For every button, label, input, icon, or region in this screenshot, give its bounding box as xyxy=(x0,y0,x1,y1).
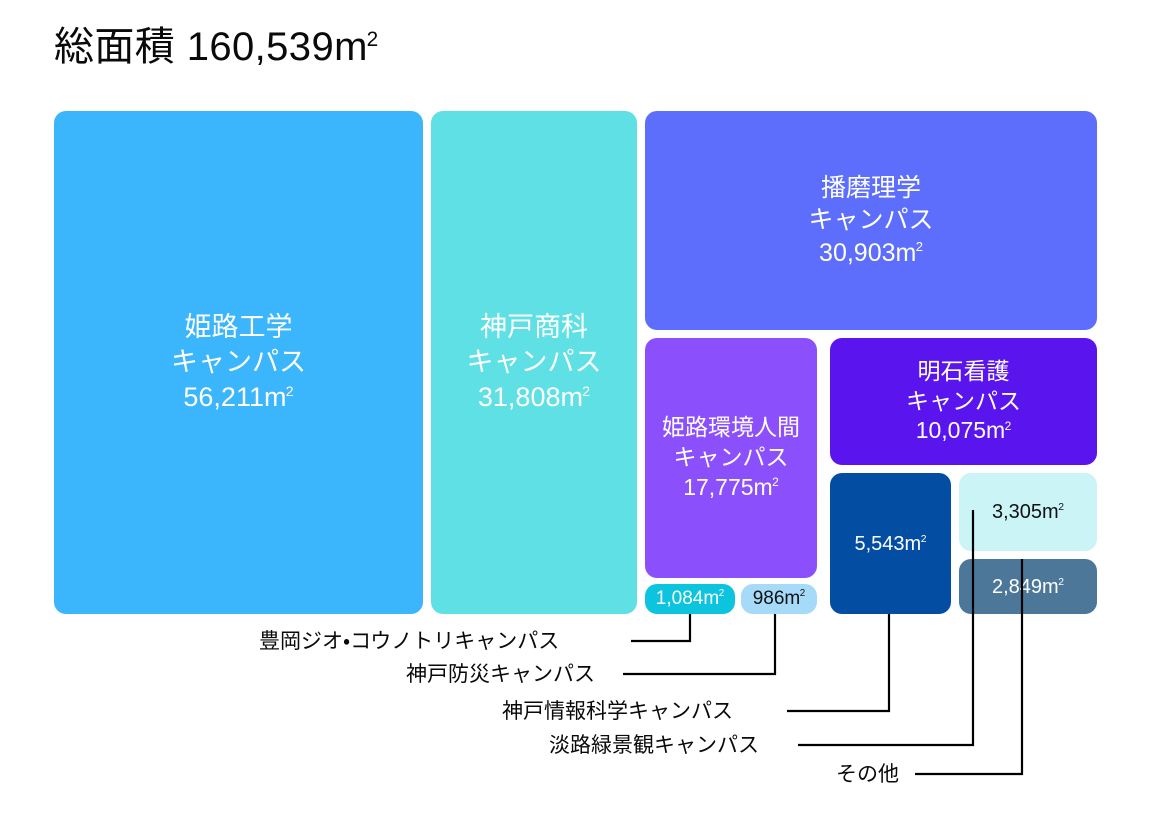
tile-label-akashi-kango: 明石看護 キャンパス xyxy=(906,357,1021,414)
tile-value-akashi-kango: 10,075m2 xyxy=(915,417,1012,444)
tile-value-sonota: 2,849m2 xyxy=(992,575,1064,598)
treemap-tile-kobe-shoka[interactable]: 神戸商科 キャンパス 31,808m2 xyxy=(431,111,637,614)
treemap-tile-awaji[interactable]: 3,305m2 xyxy=(959,473,1097,551)
treemap-tile-sonota[interactable]: 2,849m2 xyxy=(959,559,1097,614)
superscript-2: 2 xyxy=(920,533,927,545)
leader-line-toyooka xyxy=(631,614,692,643)
tile-label-harima-rigaku: 播磨理学 キャンパス xyxy=(808,173,934,235)
callout-label-toyooka: 豊岡ジオ・コウノトリキャンパス xyxy=(259,630,560,653)
page-title-text: 総面積 160,539m xyxy=(54,25,368,69)
callout-label-awaji: 淡路緑景観キャンパス xyxy=(549,734,759,757)
tile-value-himeji-kankyo: 17,775m2 xyxy=(683,473,779,500)
superscript-2: 2 xyxy=(1058,502,1064,514)
treemap-tile-toyooka[interactable]: 1,084m2 xyxy=(645,584,735,614)
tile-value-kobe-johokagaku: 5,543m2 xyxy=(854,532,927,555)
superscript-2: 2 xyxy=(718,588,725,600)
superscript-2: 2 xyxy=(799,588,806,600)
leader-line-kobe-johokagaku xyxy=(787,614,891,713)
superscript-2: 2 xyxy=(772,475,779,490)
treemap-tile-himeji-kankyo[interactable]: 姫路環境人間 キャンパス 17,775m2 xyxy=(645,338,817,578)
tile-value-himeji-kogaku: 56,211m2 xyxy=(183,382,294,413)
callout-label-kobe-johokagaku: 神戸情報科学キャンパス xyxy=(502,700,733,723)
superscript-2: 2 xyxy=(1004,418,1012,433)
treemap-tile-harima-rigaku[interactable]: 播磨理学 キャンパス 30,903m2 xyxy=(645,111,1097,330)
tile-label-himeji-kogaku: 姫路工学 キャンパス xyxy=(171,311,306,377)
tile-value-kobe-shoka: 31,808m2 xyxy=(477,382,591,413)
treemap-tile-himeji-kogaku[interactable]: 姫路工学 キャンパス 56,211m2 xyxy=(54,111,423,614)
treemap-tile-akashi-kango[interactable]: 明石看護 キャンパス 10,075m2 xyxy=(830,338,1097,465)
tile-value-kobe-bosai: 986m2 xyxy=(752,587,806,609)
superscript-2: 2 xyxy=(582,383,591,400)
tile-label-kobe-shoka: 神戸商科 キャンパス xyxy=(466,311,602,377)
tile-value-harima-rigaku: 30,903m2 xyxy=(819,238,923,267)
tile-label-himeji-kankyo: 姫路環境人間 キャンパス xyxy=(662,414,800,471)
callout-label-sonota: その他 xyxy=(836,763,899,786)
tile-value-awaji: 3,305m2 xyxy=(992,501,1064,523)
page-title-superscript: 2 xyxy=(366,27,379,51)
superscript-2: 2 xyxy=(1058,576,1064,588)
superscript-2: 2 xyxy=(915,239,923,255)
tile-value-toyooka: 1,084m2 xyxy=(655,587,725,609)
callout-label-kobe-bosai: 神戸防災キャンパス xyxy=(406,663,595,686)
superscript-2: 2 xyxy=(285,383,294,400)
treemap-tile-kobe-johokagaku[interactable]: 5,543m2 xyxy=(830,473,951,614)
treemap-tile-kobe-bosai[interactable]: 986m2 xyxy=(741,584,817,614)
leader-line-kobe-bosai xyxy=(623,614,777,676)
page-title: 総面積 160,539m2 xyxy=(54,26,379,68)
